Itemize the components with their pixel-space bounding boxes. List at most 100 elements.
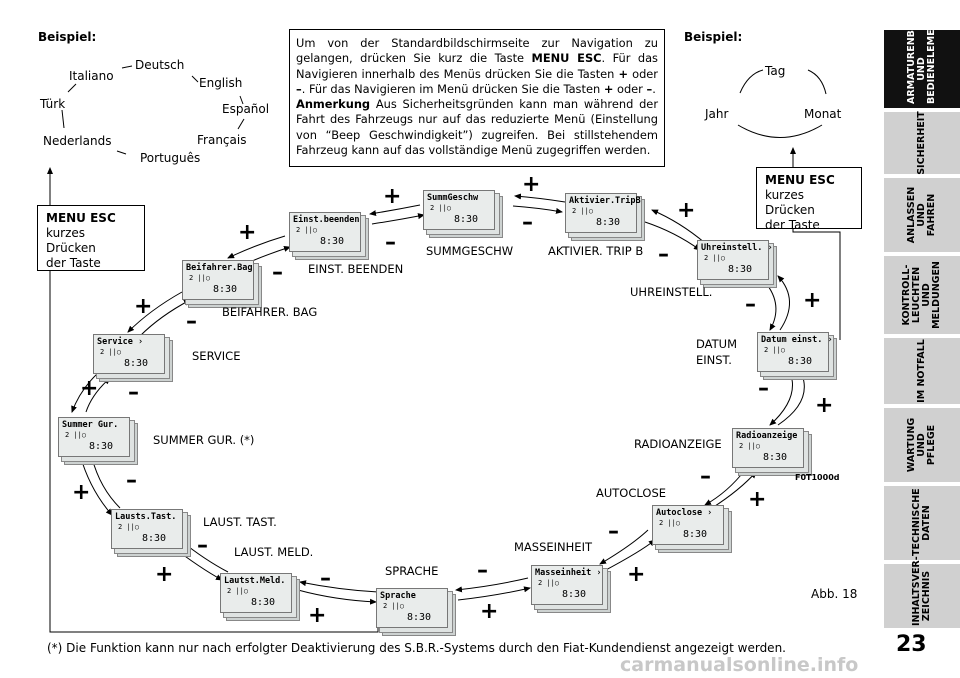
tab-label: TECHNISCHE DATEN: [911, 488, 932, 556]
esc-title: MENU ESC: [765, 173, 835, 187]
tab-armaturenbrett[interactable]: ARMATURENBRETT UND BEDIENELEMENTE: [884, 3, 960, 108]
lcd-icon: 2 ||○: [704, 254, 726, 262]
tab-label: ARMATURENBRETT UND BEDIENELEMENTE: [906, 3, 937, 104]
lcd-title: Masseinheit ›: [535, 568, 602, 578]
minus-sign: –: [385, 230, 396, 255]
tab-label: WARTUNG UND PFLEGE: [906, 417, 937, 473]
period-monat: Monat: [804, 107, 842, 121]
caption-einst: EINST.: [696, 353, 732, 367]
tab-technische-daten[interactable]: TECHNISCHE DATEN: [884, 486, 960, 560]
caption-datum: DATUM: [696, 337, 737, 351]
lcd-title: Service ›: [97, 337, 144, 347]
lcd-service: Service ›2 ||○8:30: [93, 334, 173, 382]
lcd-time: 8:30: [683, 529, 708, 540]
minus-sign: –: [700, 464, 711, 489]
lcd-icon: 2 ||○: [227, 587, 249, 595]
lcd-icon: 2 ||○: [430, 204, 452, 212]
minus-sign: –: [477, 558, 488, 583]
period-jahr: Jahr: [705, 107, 729, 121]
menu-esc-box-left: MENU ESC kurzes Drücken der Taste: [37, 205, 145, 271]
esc-title: MENU ESC: [46, 211, 116, 225]
lcd-time: 8:30: [320, 236, 345, 247]
language-turk: Türk: [40, 97, 66, 111]
lcd-time: 8:30: [788, 356, 813, 367]
plus-sign: +: [815, 393, 834, 418]
tab-kontrollleuchten[interactable]: KONTROLL- LEUCHTEN UND MELDUNGEN: [884, 256, 960, 334]
minus-sign: –: [126, 468, 137, 493]
caption-aktivier-tripb: AKTIVIER. TRIP B: [548, 244, 644, 258]
lcd-title: Radioanzeige: [736, 431, 798, 441]
tab-im-notfall[interactable]: IM NOTFALL: [884, 338, 960, 404]
plus-sign: +: [80, 376, 99, 401]
lcd-title: Beifahrer.Bag: [186, 263, 253, 273]
lcd-autoclose: Autoclose ›2 ||○8:30: [652, 505, 732, 553]
esc-line: kurzes Drücken: [765, 188, 815, 217]
info-text: oder: [613, 81, 647, 96]
plus-sign: +: [72, 480, 91, 505]
lcd-time: 8:30: [562, 589, 587, 600]
lcd-time: 8:30: [407, 612, 432, 623]
lcd-summer-gur: Summer Gur.2 ||○8:30: [58, 417, 138, 465]
language-english: English: [199, 76, 243, 90]
lcd-time: 8:30: [213, 284, 238, 295]
note-text: Aus Sicherheitsgründen kann man während …: [296, 97, 658, 158]
minus-sign: –: [197, 533, 208, 558]
lcd-icon: 2 ||○: [65, 431, 87, 439]
plus-sign: +: [748, 487, 767, 512]
caption-radioanzeige: RADIOANZEIGE: [634, 437, 722, 451]
language-francais: Français: [197, 133, 247, 147]
tab-label: ANLASSEN UND FAHREN: [906, 186, 937, 244]
lcd-title: SummGeschw: [427, 193, 479, 203]
plus-sign: +: [522, 172, 541, 197]
period-tag: Tag: [765, 64, 786, 78]
minus-sign: –: [608, 519, 619, 544]
lcd-lausts-tast: Lausts.Tast.2 ||○8:30: [111, 509, 191, 557]
caption-lautst-meld: LAUST. MELD.: [234, 545, 314, 559]
language-nederlands: Nederlands: [43, 134, 112, 148]
caption-lausts-tast: LAUST. TAST.: [203, 515, 277, 529]
caption-sprache: SPRACHE: [385, 564, 439, 578]
minus-sign: –: [128, 380, 139, 405]
tab-label: IM NOTFALL: [915, 339, 927, 403]
note-label: Anmerkung: [296, 97, 371, 112]
tab-inhaltsverzeichnis[interactable]: INHALTSVER- ZEICHNIS: [884, 556, 960, 628]
lcd-icon: 2 ||○: [383, 602, 405, 610]
lcd-title: Datum einst. ›: [761, 335, 833, 345]
info-plus: +: [603, 81, 614, 96]
lcd-time: 8:30: [89, 441, 114, 452]
lcd-icon: 2 ||○: [118, 523, 140, 531]
lcd-title: Autoclose ›: [656, 508, 713, 518]
plus-sign: +: [238, 220, 257, 245]
info-minus: –: [296, 81, 302, 96]
language-deutsch: Deutsch: [135, 58, 185, 72]
caption-beifahrer-bag: BEIFAHRER. BAG: [222, 305, 318, 319]
minus-sign: –: [186, 309, 197, 334]
lcd-time: 8:30: [728, 264, 753, 275]
plus-sign: +: [803, 288, 822, 313]
info-text: Um von der Standardbildschirmseite zur N…: [296, 36, 658, 66]
esc-line: kurzes Drücken: [46, 226, 96, 255]
lcd-icon: 2 ||○: [739, 442, 761, 450]
tab-sicherheit[interactable]: SICHERHEIT: [884, 111, 960, 175]
tab-label: KONTROLL- LEUCHTEN UND MELDUNGEN: [901, 261, 942, 329]
plus-sign: +: [480, 599, 499, 624]
caption-summer-gur: SUMMER GUR. (*): [153, 433, 255, 447]
example-label-right: Beispiel:: [684, 30, 743, 44]
language-espanol: Español: [222, 102, 270, 116]
lcd-icon: 2 ||○: [572, 207, 594, 215]
caption-masseinheit: MASSEINHEIT: [514, 540, 592, 554]
lcd-icon: 2 ||○: [538, 579, 560, 587]
lcd-title: Sprache: [380, 591, 416, 601]
tab-wartung[interactable]: WARTUNG UND PFLEGE: [884, 408, 960, 482]
lcd-time: 8:30: [142, 533, 167, 544]
lcd-title: Uhreinstell. ›: [701, 243, 773, 253]
page-number: 23: [896, 632, 927, 657]
tab-anlassen[interactable]: ANLASSEN UND FAHREN: [884, 178, 960, 252]
minus-sign: –: [658, 242, 669, 267]
lcd-icon: 2 ||○: [100, 348, 122, 356]
lcd-time: 8:30: [596, 217, 621, 228]
info-plus: +: [618, 66, 629, 81]
plus-sign: +: [677, 198, 696, 223]
